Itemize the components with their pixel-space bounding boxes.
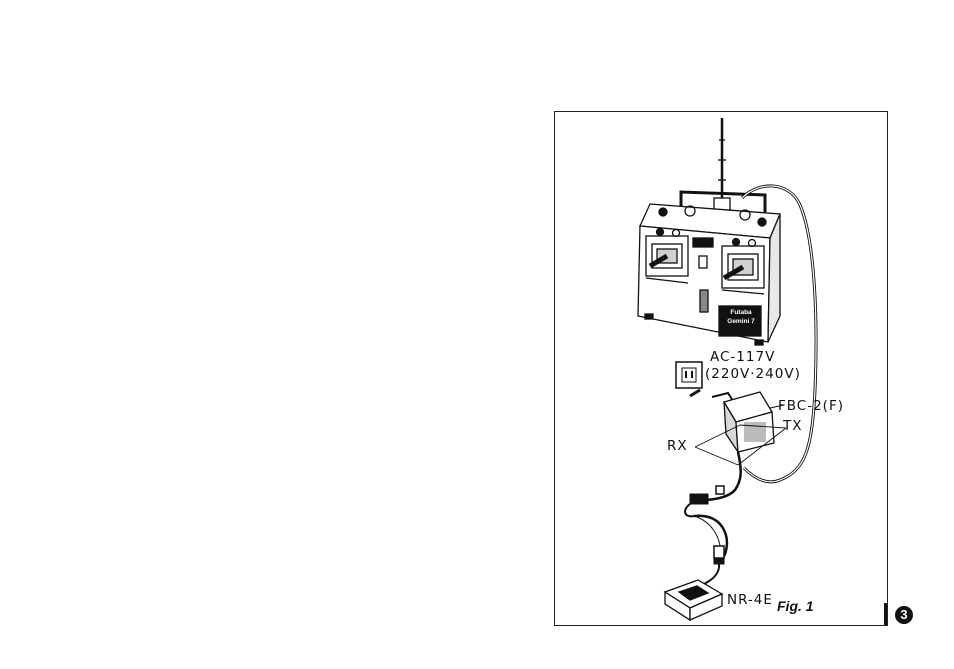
transmitter xyxy=(637,118,781,346)
trim-slider xyxy=(699,289,709,313)
antenna xyxy=(713,118,731,211)
figure-caption: Fig. 1 xyxy=(777,598,814,614)
charger-model-label: FBC-2(F) xyxy=(778,398,844,414)
right-stick-gimbal xyxy=(721,245,765,295)
battery-pack xyxy=(663,579,724,622)
figure-frame xyxy=(554,111,888,626)
brand-plate xyxy=(718,305,762,337)
left-stick-gimbal xyxy=(645,235,689,284)
brand-name: Futaba xyxy=(730,309,752,316)
model-name: Gemini 7 xyxy=(727,318,755,325)
meter-window xyxy=(692,237,714,248)
rx-label: RX xyxy=(667,438,688,454)
rx-charge-lead xyxy=(684,451,742,585)
carry-handle xyxy=(679,190,767,215)
tx-label: TX xyxy=(783,418,803,434)
connector xyxy=(689,493,709,505)
charger xyxy=(711,391,775,455)
ac-voltage-label: AC-117V xyxy=(710,349,776,365)
leader-lines xyxy=(694,404,787,466)
brand-plate-text: Futaba Gemini 7 xyxy=(722,308,760,326)
frame-edge-mark xyxy=(884,603,887,625)
power-switch xyxy=(698,255,708,269)
page-number-badge: 3 xyxy=(895,606,913,624)
ac-voltage-alt-label: (220V·240V) xyxy=(705,366,801,382)
wall-outlet xyxy=(675,361,703,398)
battery-label: NR-4E xyxy=(727,592,773,608)
